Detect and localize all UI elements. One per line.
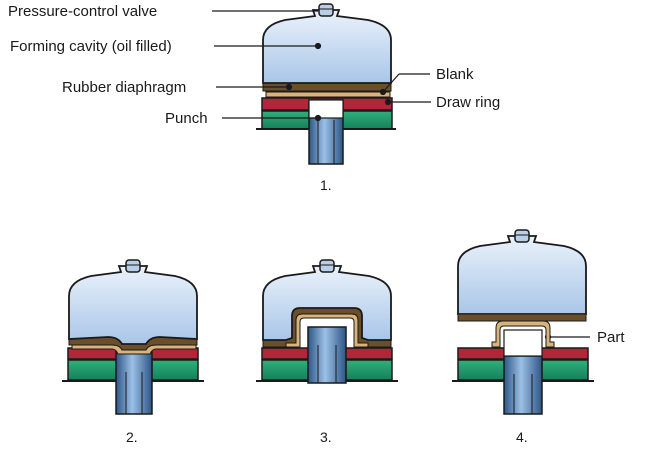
punch xyxy=(115,351,153,415)
pressure-valve xyxy=(319,259,335,273)
rubber-diaphragm xyxy=(457,313,587,322)
punch xyxy=(307,326,347,384)
label-rubber-diaphragm: Rubber diaphragm xyxy=(62,79,186,96)
punch xyxy=(503,355,543,415)
label-blank: Blank xyxy=(436,66,474,83)
forming-cavity xyxy=(262,9,392,84)
stage-number-2: 2. xyxy=(126,429,138,445)
label-part: Part xyxy=(597,329,625,346)
forming-cavity xyxy=(262,265,392,341)
stage-3 xyxy=(256,259,398,384)
pressure-valve xyxy=(318,3,334,17)
blank xyxy=(265,91,391,98)
label-forming-cavity: Forming cavity (oil filled) xyxy=(10,38,172,55)
forming-cavity xyxy=(68,265,198,345)
pressure-valve xyxy=(514,229,530,243)
stage-2 xyxy=(62,259,204,415)
stage-number-1: 1. xyxy=(320,177,332,193)
pressure-valve xyxy=(125,259,141,273)
forming-cavity xyxy=(457,235,587,315)
label-draw-ring: Draw ring xyxy=(436,94,500,111)
leader-lines xyxy=(212,10,590,341)
formed-part xyxy=(491,320,555,348)
stage-number-4: 4. xyxy=(516,429,528,445)
stage-number-3: 3. xyxy=(320,429,332,445)
label-pressure-control-valve: Pressure-control valve xyxy=(8,3,157,20)
stage-1 xyxy=(256,3,396,165)
stage-4 xyxy=(452,229,594,415)
label-punch: Punch xyxy=(165,110,208,127)
